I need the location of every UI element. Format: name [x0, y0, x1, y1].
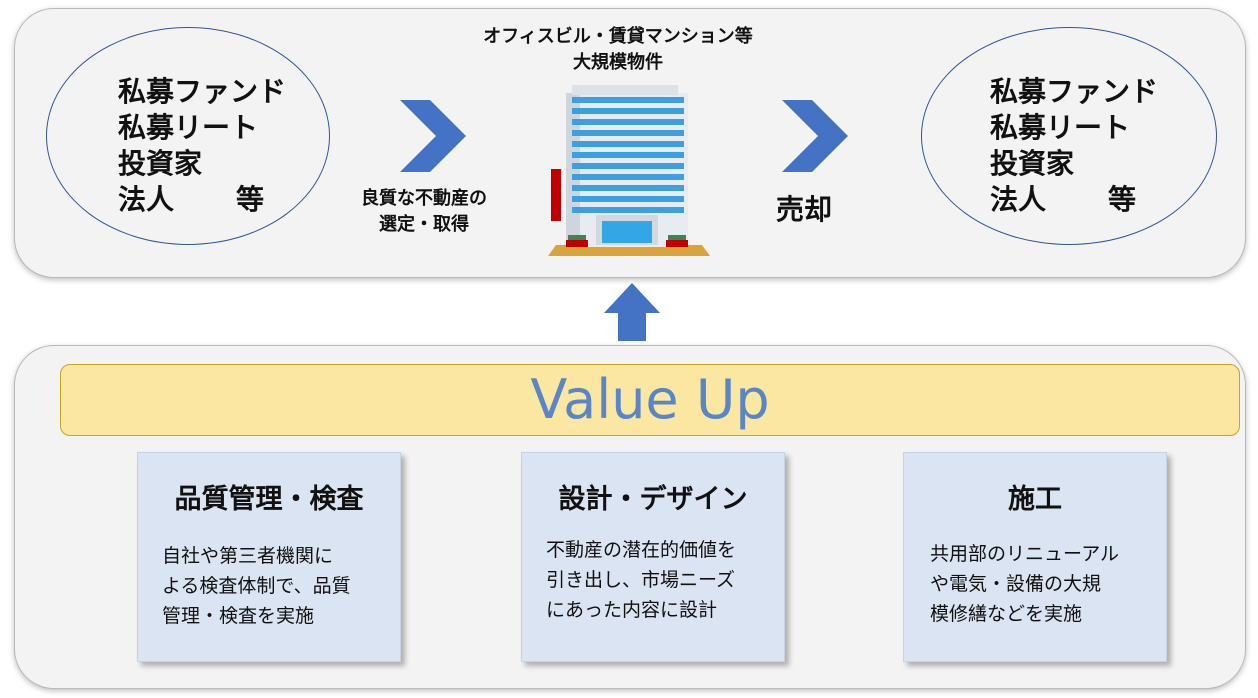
building-window-stripe: [572, 163, 684, 169]
card-body-line: 自社や第三者機関に: [162, 545, 334, 567]
etc-label: 等: [1108, 183, 1137, 216]
building-window-stripe: [572, 174, 684, 180]
buyer-item-last: 法人 等: [118, 182, 286, 218]
buyer-item: 法人: [118, 183, 175, 216]
building-window-stripe: [572, 97, 684, 103]
value-up-title: Value Up: [530, 368, 770, 431]
building-window-stripe: [572, 185, 684, 191]
buyer-item: 投資家: [990, 147, 1075, 180]
etc-label: 等: [236, 183, 265, 216]
construction-card: 施工 共用部のリニューアル や電気・設備の大規 模修繕などを実施: [903, 452, 1167, 662]
caption-line: 大規模物件: [573, 52, 663, 73]
building-window-stripe: [572, 152, 684, 158]
sell-label: 売却: [776, 193, 833, 226]
arrow-up-icon: [604, 283, 660, 341]
building-window-stripe: [572, 196, 684, 202]
buyer-item: 私募リート: [118, 111, 259, 144]
card-body-line: にあった内容に設計: [546, 599, 718, 621]
buyer-item: 私募ファンド: [990, 75, 1159, 108]
buyer-item: 私募リート: [990, 111, 1131, 144]
card-title: 設計・デザイン: [558, 484, 748, 515]
building-window-stripe: [572, 119, 684, 125]
building-window-stripe: [572, 207, 684, 213]
chevron-right-icon: [782, 100, 848, 172]
buyers-left-list: 私募ファンド 私募リート 投資家 法人 等: [118, 74, 286, 218]
buyer-item: 投資家: [118, 147, 203, 180]
caption-line: 選定・取得: [379, 214, 469, 235]
card-body-line: 引き出し、市場ニーズ: [546, 569, 736, 591]
caption-line: オフィスビル・賃貸マンション等: [483, 26, 753, 47]
buyers-right-ellipse: [921, 27, 1217, 245]
card-body-line: よる検査体制で、品質: [162, 575, 351, 597]
buyers-right-list: 私募ファンド 私募リート 投資家 法人 等: [990, 74, 1158, 218]
design-card: 設計・デザイン 不動産の潜在的価値を 引き出し、市場ニーズ にあった内容に設計: [521, 452, 785, 662]
select-acquire-caption: 良質な不動産の 選定・取得: [338, 186, 510, 238]
buyer-item-last: 法人 等: [990, 182, 1158, 218]
buyer-item: 私募ファンド: [118, 75, 287, 108]
building-caption: オフィスビル・賃貸マンション等 大規模物件: [428, 24, 808, 76]
value-up-banner: Value Up: [60, 364, 1240, 436]
card-body-line: 模修繕などを実施: [930, 603, 1083, 625]
buyers-left-ellipse: [46, 27, 330, 245]
chevron-right-icon: [400, 100, 466, 172]
card-body-line: や電気・設備の大規: [930, 573, 1102, 595]
building-window-stripe: [572, 130, 684, 136]
card-body: 不動産の潜在的価値を 引き出し、市場ニーズ にあった内容に設計: [546, 535, 736, 625]
quality-inspection-card: 品質管理・検査 自社や第三者機関に よる検査体制で、品質 管理・検査を実施: [137, 452, 401, 662]
buyer-item: 法人: [990, 183, 1047, 216]
card-title: 施工: [1008, 484, 1062, 515]
building-window-stripe: [572, 141, 684, 147]
card-body: 共用部のリニューアル や電気・設備の大規 模修繕などを実施: [930, 539, 1119, 629]
building-window-stripe: [572, 108, 684, 114]
caption-line: 良質な不動産の: [361, 188, 487, 209]
card-body-line: 共用部のリニューアル: [930, 543, 1120, 565]
card-body-line: 不動産の潜在的価値を: [546, 539, 737, 561]
card-body: 自社や第三者機関に よる検査体制で、品質 管理・検査を実施: [162, 541, 351, 631]
card-title: 品質管理・検査: [174, 484, 364, 515]
card-body-line: 管理・検査を実施: [162, 605, 315, 627]
office-building-icon: [548, 85, 710, 256]
